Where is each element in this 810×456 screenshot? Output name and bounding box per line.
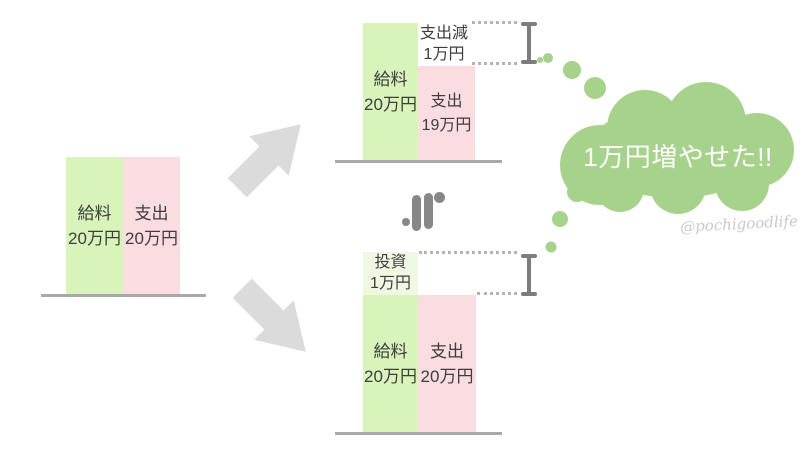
bar-label: 投資: [374, 253, 407, 271]
bar-amount: 20万円: [364, 367, 417, 386]
equalizer-dot-large: [434, 192, 445, 203]
bracket-stem: [527, 26, 531, 60]
equalizer-dot-small: [402, 218, 410, 226]
dotted-guide-bottom-upper: [419, 251, 517, 254]
bar-spending-top: 支出 19万円: [418, 66, 475, 161]
bar-salary-top: 給料 20万円: [363, 23, 418, 161]
gap-label-name: 支出減: [419, 25, 468, 42]
thought-bubble-icon: [537, 53, 794, 253]
bracket-cap: [521, 60, 537, 64]
spending-reduction-label: 支出減 1万円: [412, 24, 476, 66]
bar-investment-bottom: 投資 1万円: [363, 252, 418, 295]
i-beam-bracket-icon: [521, 254, 537, 296]
bracket-cap: [521, 254, 537, 258]
bar-amount: 20万円: [364, 95, 417, 114]
bracket-cap: [521, 22, 537, 26]
arrow-up-right-icon: [217, 104, 320, 207]
dotted-guide-top-upper: [472, 21, 517, 24]
bar-amount: 20万円: [68, 229, 121, 248]
bar-label: 給料: [373, 69, 408, 89]
i-beam-bracket-icon: [521, 22, 537, 64]
equalizer-icon: [400, 189, 448, 233]
bar-label: 支出: [430, 341, 464, 361]
bar-label: 支出: [430, 92, 463, 110]
baseline-left-chart: [41, 294, 206, 297]
bracket-stem: [527, 258, 531, 292]
bar-amount: 19万円: [421, 116, 472, 134]
bubble-cloud-body: [560, 82, 794, 214]
bubble-trail-top: [537, 53, 606, 99]
dotted-guide-top-lower: [472, 62, 517, 65]
gap-label-amount: 1万円: [423, 45, 465, 63]
bar-amount: 1万円: [370, 274, 411, 292]
bar-label: 給料: [373, 341, 408, 361]
bar-amount: 20万円: [125, 229, 178, 248]
bar-label: 支出: [134, 203, 169, 223]
equalizer-bar: [412, 195, 421, 231]
equalizer-bar: [424, 193, 433, 229]
dotted-guide-bottom-lower: [477, 292, 517, 295]
baseline-top-chart: [335, 160, 502, 163]
bar-salary-bottom: 給料 20万円: [363, 295, 418, 433]
bar-spending-bottom: 支出 20万円: [418, 295, 476, 433]
bracket-cap: [521, 292, 537, 296]
bar-salary-current: 給料 20万円: [66, 157, 123, 295]
bubble-message: 1万円増やせた!!: [583, 142, 773, 172]
bubble-trail-bottom: [545, 182, 587, 253]
arrow-down-right-icon: [222, 268, 325, 371]
baseline-bottom-chart: [335, 432, 502, 435]
bar-amount: 20万円: [420, 367, 474, 386]
bar-label: 給料: [77, 203, 112, 223]
bar-spending-current: 支出 20万円: [123, 157, 180, 295]
